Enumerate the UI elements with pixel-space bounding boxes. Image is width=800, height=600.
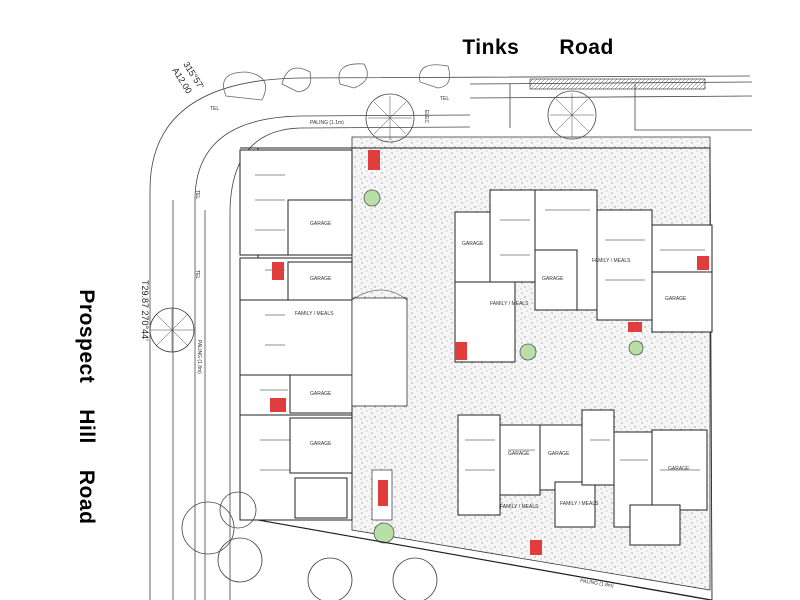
road-word: Road — [75, 469, 98, 525]
room-family: FAMILY / MEALS — [592, 258, 631, 264]
red-markers — [270, 150, 709, 555]
north-east-townhouses — [454, 189, 713, 363]
road-word: Prospect — [75, 289, 98, 384]
street-trees — [223, 63, 451, 101]
room-garage: GARAGE — [665, 296, 687, 302]
south-east-townhouses — [457, 409, 708, 546]
road-word: Road — [559, 36, 614, 59]
room-garage: GARAGE — [542, 276, 564, 282]
room-family: FAMILY / MEALS — [560, 501, 599, 507]
tel-label-west: TEL — [194, 190, 200, 199]
prospect-hill-road-label: ProspectHillRoad — [50, 264, 122, 524]
tel-label-west2: TEL — [194, 270, 200, 279]
elec-label: ELEC — [423, 110, 429, 123]
tel-label-north: TEL — [210, 106, 219, 112]
road-word: Tinks — [462, 36, 520, 59]
room-family: FAMILY / MEALS — [295, 311, 334, 317]
south-fence-label: PALING (1.8m) — [580, 578, 615, 589]
boundary-bearing: T29.87 270°44' — [140, 280, 150, 341]
west-townhouses — [239, 149, 353, 521]
room-garage: GARAGE — [310, 441, 332, 447]
room-garage: GARAGE — [668, 466, 690, 472]
north-fence-label: PALING (1.1m) — [310, 120, 344, 126]
parking-strip — [529, 78, 706, 90]
room-garage: GARAGE — [548, 451, 570, 457]
room-family: FAMILY / MEALS — [490, 301, 529, 307]
tel-label-north2: TEL — [440, 96, 449, 102]
tinks-road-label: Tinks Road — [437, 12, 614, 84]
outline-trees — [149, 90, 597, 600]
room-garage: GARAGE — [508, 451, 530, 457]
room-family: FAMILY / MEALS — [500, 504, 539, 510]
west-fence-label: PALING (1.8m) — [196, 340, 202, 374]
room-garage: GARAGE — [310, 276, 332, 282]
road-word: Hill — [75, 409, 98, 444]
driveway-court — [351, 297, 408, 407]
room-garage: GARAGE — [310, 391, 332, 397]
green-trees — [363, 189, 644, 544]
room-garage: GARAGE — [310, 221, 332, 227]
room-garage: GARAGE — [462, 241, 484, 247]
